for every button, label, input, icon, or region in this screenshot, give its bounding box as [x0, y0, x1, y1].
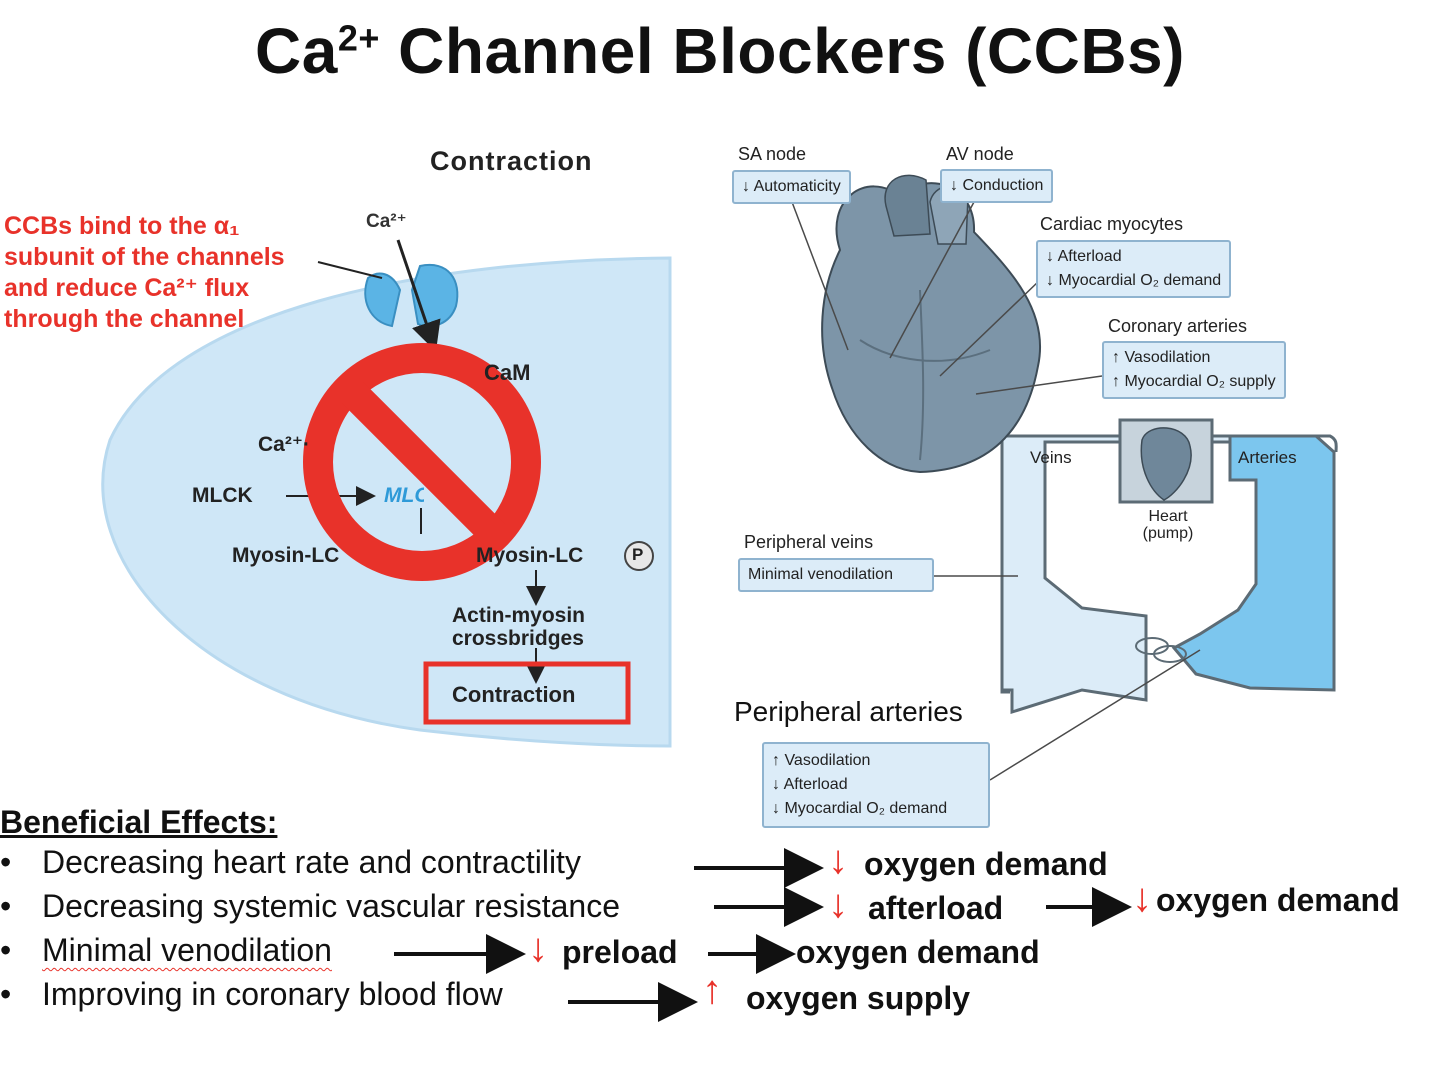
- crossbridge-label: Actin-myosin crossbridges: [452, 604, 585, 650]
- av-leader: [889, 201, 975, 359]
- beneficial-effects-heading: Beneficial Effects:: [0, 804, 278, 840]
- ccb-callout: CCBs bind to the α₁ subunit of the chann…: [4, 211, 285, 335]
- effect-line: ↑ Myocardial O₂ supply: [1112, 373, 1276, 390]
- effect-result-secondary: oxygen demand: [1156, 882, 1400, 918]
- mlck-label: MLCK: [192, 484, 253, 507]
- callout-line: through the channel: [4, 305, 245, 333]
- coronary-arteries-effect-box: ↑ Vasodilation ↑ Myocardial O₂ supply: [1102, 341, 1286, 399]
- slide-title: Ca2+ Channel Blockers (CCBs): [255, 15, 1185, 87]
- phosphate-label: P: [632, 545, 644, 564]
- effect-row: • Decreasing heart rate and contractility: [0, 844, 581, 881]
- arteries-vessel: [1171, 434, 1336, 692]
- effect-row: • Minimal venodilation: [0, 932, 332, 969]
- effect-text: Decreasing heart rate and contractility: [42, 844, 581, 880]
- no-symbol-icon: [303, 343, 541, 581]
- myosin-lc-p-label: Myosin-LC: [476, 544, 584, 567]
- effect-text: Minimal venodilation: [42, 932, 332, 968]
- red-down-arrow-icon: ↓: [1132, 876, 1152, 920]
- peripheral-arteries-effect-box: ↑ Vasodilation ↓ Afterload ↓ Myocardial …: [762, 742, 990, 828]
- heart-pump-line: (pump): [1142, 525, 1194, 542]
- cardiac-myocytes-label: Cardiac myocytes: [1040, 214, 1184, 234]
- heart-pump-icon: [1140, 427, 1192, 501]
- callout-pointer: [317, 261, 383, 279]
- bullet: •: [0, 888, 12, 924]
- effect-line: ↓ Afterload: [772, 776, 848, 793]
- cardiovascular-diagram: [791, 174, 1338, 781]
- bullet: •: [0, 844, 12, 880]
- peripheral-veins-effect-box: Minimal venodilation: [738, 558, 934, 592]
- effect-result: preload: [562, 934, 678, 970]
- av-node-label: AV node: [946, 144, 1014, 164]
- coronary-leader: [975, 375, 1103, 395]
- coronary-arteries-label: Coronary arteries: [1108, 316, 1248, 336]
- peripheral-arteries-label: Peripheral arteries: [734, 696, 963, 727]
- sa-leader: [791, 201, 849, 351]
- ca-cam-label: Ca²⁺·CaM: [258, 433, 308, 456]
- red-down-arrow-icon: ↓: [828, 838, 848, 882]
- ca-flux-arrow: [396, 239, 441, 352]
- bullet: •: [0, 932, 12, 968]
- effect-line: ↑ Vasodilation: [1112, 349, 1211, 366]
- crossbridge-line: crossbridges: [452, 627, 584, 650]
- av-node-effect-box: ↓ Conduction: [940, 169, 1054, 203]
- capillary-icon: [1135, 637, 1187, 663]
- arteries-leader: [989, 649, 1201, 781]
- contraction-heading: Contraction: [430, 146, 593, 176]
- myosin-lc-label: Myosin-LC: [232, 544, 340, 567]
- effect-row: • Decreasing systemic vascular resistance: [0, 888, 620, 925]
- effect-text: Improving in coronary blood flow: [42, 976, 503, 1012]
- cam-label: CaM: [484, 360, 531, 385]
- red-down-arrow-icon: ↓: [828, 882, 848, 926]
- veins-label: Veins: [1030, 448, 1072, 467]
- sa-node-label: SA node: [738, 144, 807, 164]
- effect-line: ↓ Myocardial O₂ demand: [772, 800, 948, 817]
- peripheral-veins-label: Peripheral veins: [744, 532, 874, 552]
- cell-membrane: [101, 256, 672, 748]
- effect-result-secondary: oxygen demand: [796, 934, 1040, 970]
- effect-line: ↓ Myocardial O₂ demand: [1046, 272, 1222, 289]
- myocyte-leader: [939, 279, 1041, 377]
- bullet: •: [0, 976, 12, 1012]
- cardiac-myocytes-effect-box: ↓ Afterload ↓ Myocardial O₂ demand: [1036, 240, 1232, 298]
- callout-line: CCBs bind to the α₁: [4, 212, 240, 240]
- phosphate-icon: [624, 541, 654, 571]
- sa-node-effect-box: ↓ Automaticity: [732, 170, 851, 204]
- red-up-arrow-icon: ↑: [702, 968, 722, 1012]
- arteries-label: Arteries: [1238, 448, 1297, 467]
- circuit-top: [1002, 434, 1338, 453]
- effect-text: Decreasing systemic vascular resistance: [42, 888, 620, 924]
- effect-line: ↓ Afterload: [1046, 248, 1122, 265]
- effect-result: oxygen demand: [864, 846, 1108, 882]
- effect-row: • Improving in coronary blood flow: [0, 976, 503, 1013]
- heart-icon: [821, 174, 1041, 474]
- effect-result: oxygen supply: [746, 980, 971, 1016]
- crossbridge-line: Actin-myosin: [452, 604, 586, 627]
- circuit-outline: [1000, 436, 1010, 694]
- callout-line: subunit of the channels: [4, 243, 285, 271]
- contraction-box-label: Contraction: [452, 682, 576, 707]
- contraction-pathway-diagram: [101, 239, 672, 748]
- effects-arrows: [394, 848, 1132, 1022]
- heart-pump-line: Heart: [1148, 508, 1188, 525]
- red-down-arrow-icon: ↓: [528, 926, 548, 970]
- contraction-highlight-box: [423, 661, 631, 725]
- effect-result: afterload: [868, 890, 1004, 926]
- mlck-active-label: MLCK*: [384, 484, 424, 507]
- ca-ion-label: Ca²⁺: [366, 211, 407, 232]
- effect-line: ↑ Vasodilation: [772, 752, 871, 769]
- callout-line: and reduce Ca²⁺ flux: [4, 274, 250, 302]
- heart-pump-label: Heart (pump): [1128, 508, 1208, 542]
